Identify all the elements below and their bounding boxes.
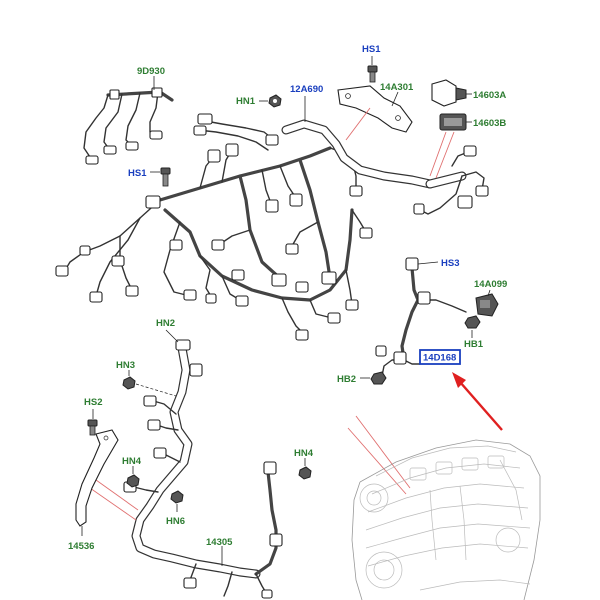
main-engine-harness[interactable] <box>55 113 373 341</box>
label-hn1: HN1 <box>236 96 256 107</box>
harness-9d930[interactable] <box>83 76 174 165</box>
label-14a099: 14A099 <box>474 279 507 290</box>
connector-14603a[interactable] <box>431 79 472 107</box>
label-hn3: HN3 <box>116 360 135 371</box>
label-14603a: 14603A <box>473 90 506 101</box>
bolt-hb2[interactable] <box>360 371 387 385</box>
nut-hn6[interactable] <box>170 490 184 512</box>
label-9d930: 9D930 <box>137 66 165 77</box>
nut-hn4-right[interactable] <box>298 458 312 480</box>
highlight-arrow <box>452 372 503 431</box>
nut-hn1[interactable] <box>259 94 282 108</box>
harness-12a690[interactable] <box>281 96 489 215</box>
label-14d168: 14D168 <box>423 353 456 364</box>
label-hn4-right: HN4 <box>294 448 314 459</box>
label-hs1-left: HS1 <box>128 168 147 179</box>
lower-harness-14305[interactable] <box>89 329 283 599</box>
label-hb2: HB2 <box>337 374 356 385</box>
label-hs3: HS3 <box>441 258 459 269</box>
nut-hn4-left[interactable] <box>126 466 140 488</box>
bracket-14a301[interactable] <box>337 85 413 141</box>
label-hn6: HN6 <box>166 516 185 527</box>
screw-hs1-top[interactable] <box>367 56 378 83</box>
highlight-box-14d168 <box>419 349 461 365</box>
connector-14603b[interactable] <box>429 113 472 179</box>
label-hs2: HS2 <box>84 397 102 408</box>
label-12a690: 12A690 <box>290 84 323 95</box>
screw-hs2[interactable] <box>87 409 98 436</box>
label-14536: 14536 <box>68 541 94 552</box>
bracket-14536[interactable] <box>75 429 119 536</box>
harness-14d168[interactable] <box>375 257 467 377</box>
bolt-hb1[interactable] <box>464 315 481 338</box>
label-hn4-left: HN4 <box>122 456 142 467</box>
engine-block-illustration <box>347 415 541 600</box>
label-14603b: 14603B <box>473 118 506 129</box>
bracket-14a099[interactable] <box>475 289 499 317</box>
label-hs1-top: HS1 <box>362 44 381 55</box>
label-hn2: HN2 <box>156 318 175 329</box>
label-14305: 14305 <box>206 537 233 548</box>
nut-hn3[interactable] <box>122 370 177 397</box>
screw-hs1-left[interactable] <box>150 167 171 187</box>
label-hb1: HB1 <box>464 339 484 350</box>
label-14a301: 14A301 <box>380 82 414 93</box>
